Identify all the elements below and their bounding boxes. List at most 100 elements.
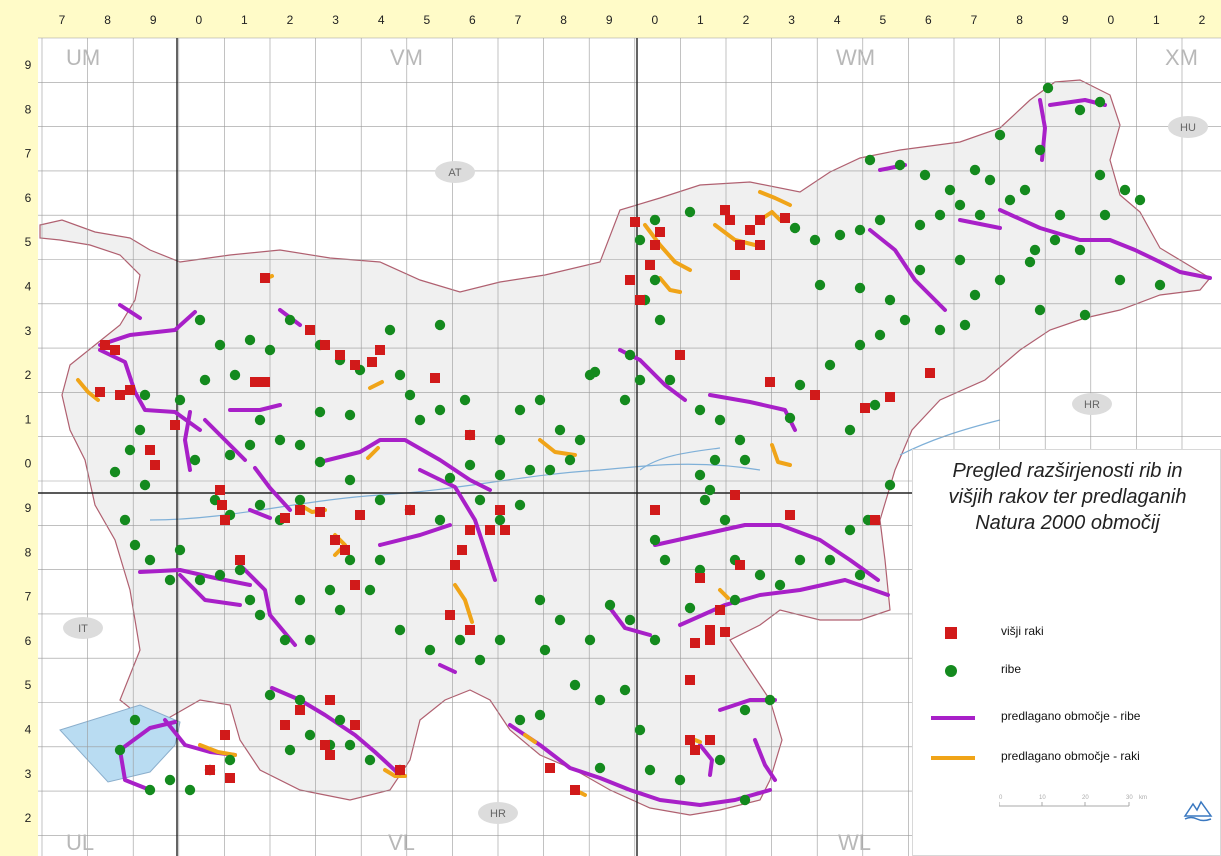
fish-record-dot	[784, 412, 796, 424]
fish-record-dot	[474, 654, 486, 666]
fish-record-dot	[294, 494, 306, 506]
fish-record-dot	[224, 754, 236, 766]
fish-record-dot	[314, 406, 326, 418]
crayfish-record-square	[340, 545, 350, 555]
fish-record-dot	[139, 389, 151, 401]
crayfish-record-square	[705, 625, 715, 635]
fish-record-dot	[604, 599, 616, 611]
fish-record-dot	[634, 374, 646, 386]
crayfish-record-square	[295, 505, 305, 515]
fish-record-dot	[1134, 194, 1146, 206]
fish-record-dot	[569, 679, 581, 691]
fish-record-dot	[534, 709, 546, 721]
fish-record-dot	[854, 339, 866, 351]
fish-record-dot	[619, 394, 631, 406]
fish-record-dot	[834, 229, 846, 241]
fish-record-dot	[554, 424, 566, 436]
fish-record-dot	[854, 224, 866, 236]
legend-label: predlagano območje - raki	[1001, 749, 1140, 763]
fish-record-dot	[934, 209, 946, 221]
fish-record-dot	[514, 714, 526, 726]
scale-label: 20	[1082, 795, 1089, 801]
fish-record-dot	[754, 569, 766, 581]
crayfish-record-square	[485, 525, 495, 535]
crayfish-record-square	[235, 555, 245, 565]
grid-zone-label: VM	[390, 45, 423, 70]
fish-record-dot	[194, 574, 206, 586]
legend-label: ribe	[1001, 662, 1022, 676]
fish-record-dot	[534, 594, 546, 606]
grid-zone-label: WM	[836, 45, 875, 70]
fish-record-dot	[254, 609, 266, 621]
crayfish-record-square	[110, 345, 120, 355]
x-tick-label: 3	[788, 13, 795, 27]
fish-record-dot	[134, 424, 146, 436]
fish-record-dot	[729, 594, 741, 606]
legend-label: predlagano območje - ribe	[1001, 709, 1141, 723]
x-tick-label: 2	[743, 13, 750, 27]
fish-record-dot	[454, 634, 466, 646]
crayfish-record-square	[305, 325, 315, 335]
crayfish-record-square	[125, 385, 135, 395]
fish-record-dot	[374, 554, 386, 566]
fish-record-dot	[344, 554, 356, 566]
x-tick-label: 4	[834, 13, 841, 27]
fish-record-dot	[434, 404, 446, 416]
fish-record-dot	[344, 739, 356, 751]
fish-record-dot	[984, 174, 996, 186]
fish-record-dot	[194, 314, 206, 326]
fish-record-dot	[764, 694, 776, 706]
crayfish-record-square	[350, 360, 360, 370]
y-tick-label: 4	[25, 723, 32, 737]
country-badge: HR	[1072, 393, 1112, 415]
fish-record-dot	[684, 206, 696, 218]
fish-record-dot	[164, 774, 176, 786]
crayfish-record-square	[250, 377, 260, 387]
fish-record-dot	[374, 494, 386, 506]
fish-record-dot	[464, 459, 476, 471]
crayfish-record-square	[715, 605, 725, 615]
fish-record-dot	[384, 324, 396, 336]
fish-record-dot	[109, 466, 121, 478]
crayfish-record-square	[785, 510, 795, 520]
crayfish-record-square	[685, 735, 695, 745]
crayfish-record-square	[730, 490, 740, 500]
fish-record-dot	[719, 514, 731, 526]
legend-item-fish: ribe	[913, 659, 1221, 683]
x-tick-label: 1	[697, 13, 704, 27]
fish-record-dot	[1119, 184, 1131, 196]
fish-record-dot	[664, 374, 676, 386]
fish-record-dot	[649, 214, 661, 226]
legend-item-proposed-crayfish: predlagano območje - raki	[913, 746, 1221, 770]
fish-record-dot	[1029, 244, 1041, 256]
fish-record-dot	[474, 494, 486, 506]
crayfish-record-square	[690, 638, 700, 648]
fish-record-dot	[789, 222, 801, 234]
fish-record-dot	[364, 584, 376, 596]
fish-record-dot	[1114, 274, 1126, 286]
fish-record-dot	[334, 714, 346, 726]
crayfish-record-square	[650, 240, 660, 250]
crayfish-record-square	[115, 390, 125, 400]
crayfish-record-square	[220, 515, 230, 525]
x-tick-label: 8	[104, 13, 111, 27]
crayfish-record-square	[690, 745, 700, 755]
crayfish-record-square	[810, 390, 820, 400]
fish-record-dot	[844, 424, 856, 436]
fish-record-dot	[1099, 209, 1111, 221]
grid-zone-label: UM	[66, 45, 100, 70]
proposed-areas-fish	[98, 98, 1212, 807]
crayfish-record-square	[570, 785, 580, 795]
fish-record-dot	[594, 694, 606, 706]
fish-record-dot	[644, 764, 656, 776]
fish-record-dot	[899, 314, 911, 326]
fish-record-dot	[364, 754, 376, 766]
legend-panel: Pregled razširjenosti rib in višjih rako…	[912, 449, 1221, 856]
crayfish-record-square	[205, 765, 215, 775]
fish-record-dot	[424, 644, 436, 656]
crayfish-record-square	[465, 430, 475, 440]
crayfish-record-square	[730, 270, 740, 280]
fish-record-dot	[244, 334, 256, 346]
fish-record-dot	[304, 634, 316, 646]
